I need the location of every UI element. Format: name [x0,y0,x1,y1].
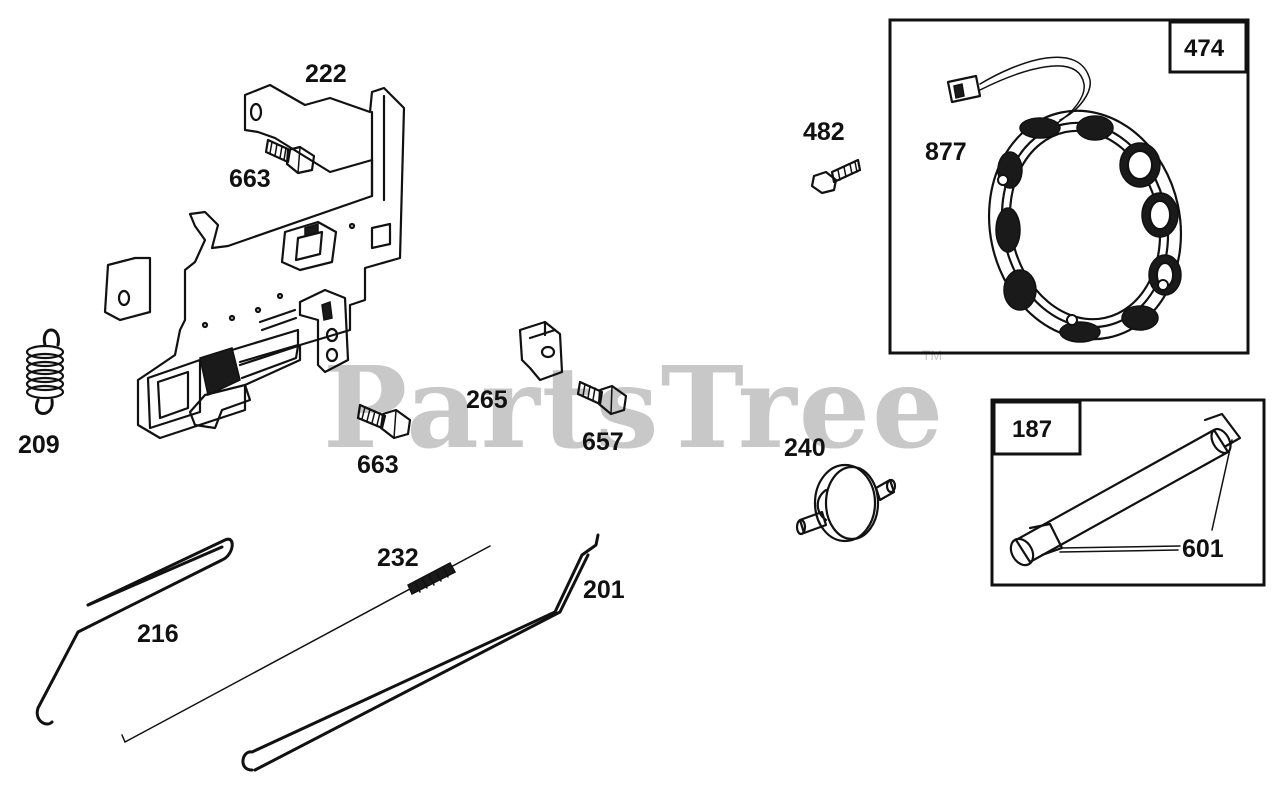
clip-265-drawing[interactable] [518,320,564,382]
watermark: PartsTree [323,343,945,474]
label-201: 201 [583,576,625,604]
fuel-line-601-drawing[interactable] [1006,412,1242,569]
label-601: 601 [1182,535,1224,563]
box-474-frame [888,18,1250,355]
rod-232-drawing[interactable] [121,545,491,743]
label-209: 209 [18,431,60,459]
label-216: 216 [137,620,179,648]
label-663-upper: 663 [229,165,271,193]
watermark-trademark: TM [922,347,942,363]
label-482: 482 [803,118,845,146]
spring-209-drawing[interactable] [25,328,65,415]
alternator-877-drawing[interactable] [946,56,1202,357]
screw-657-drawing[interactable] [576,380,628,416]
label-232: 232 [377,544,419,572]
label-222: 222 [305,60,347,88]
rod-216-drawing[interactable] [35,537,234,726]
box-187-frame [990,398,1266,587]
label-265: 265 [466,386,508,414]
screw-663-lower-drawing[interactable] [356,403,412,440]
label-657: 657 [582,428,624,456]
fuel-filter-240-drawing[interactable] [795,463,897,543]
rod-201-drawing[interactable] [241,533,600,772]
box-187-label: 187 [1012,416,1052,443]
screw-663-upper-drawing[interactable] [264,138,316,175]
box-187-tag [992,400,1082,456]
box-474: 474 [888,18,1250,355]
box-474-tag [1168,20,1248,74]
label-877: 877 [925,138,967,166]
label-663-lower: 663 [357,451,399,479]
control-bracket-drawing[interactable] [103,83,406,440]
label-240: 240 [784,434,826,462]
box-187: 187 [990,398,1266,587]
box-474-label: 474 [1184,35,1225,62]
screw-482-drawing[interactable] [810,158,862,195]
